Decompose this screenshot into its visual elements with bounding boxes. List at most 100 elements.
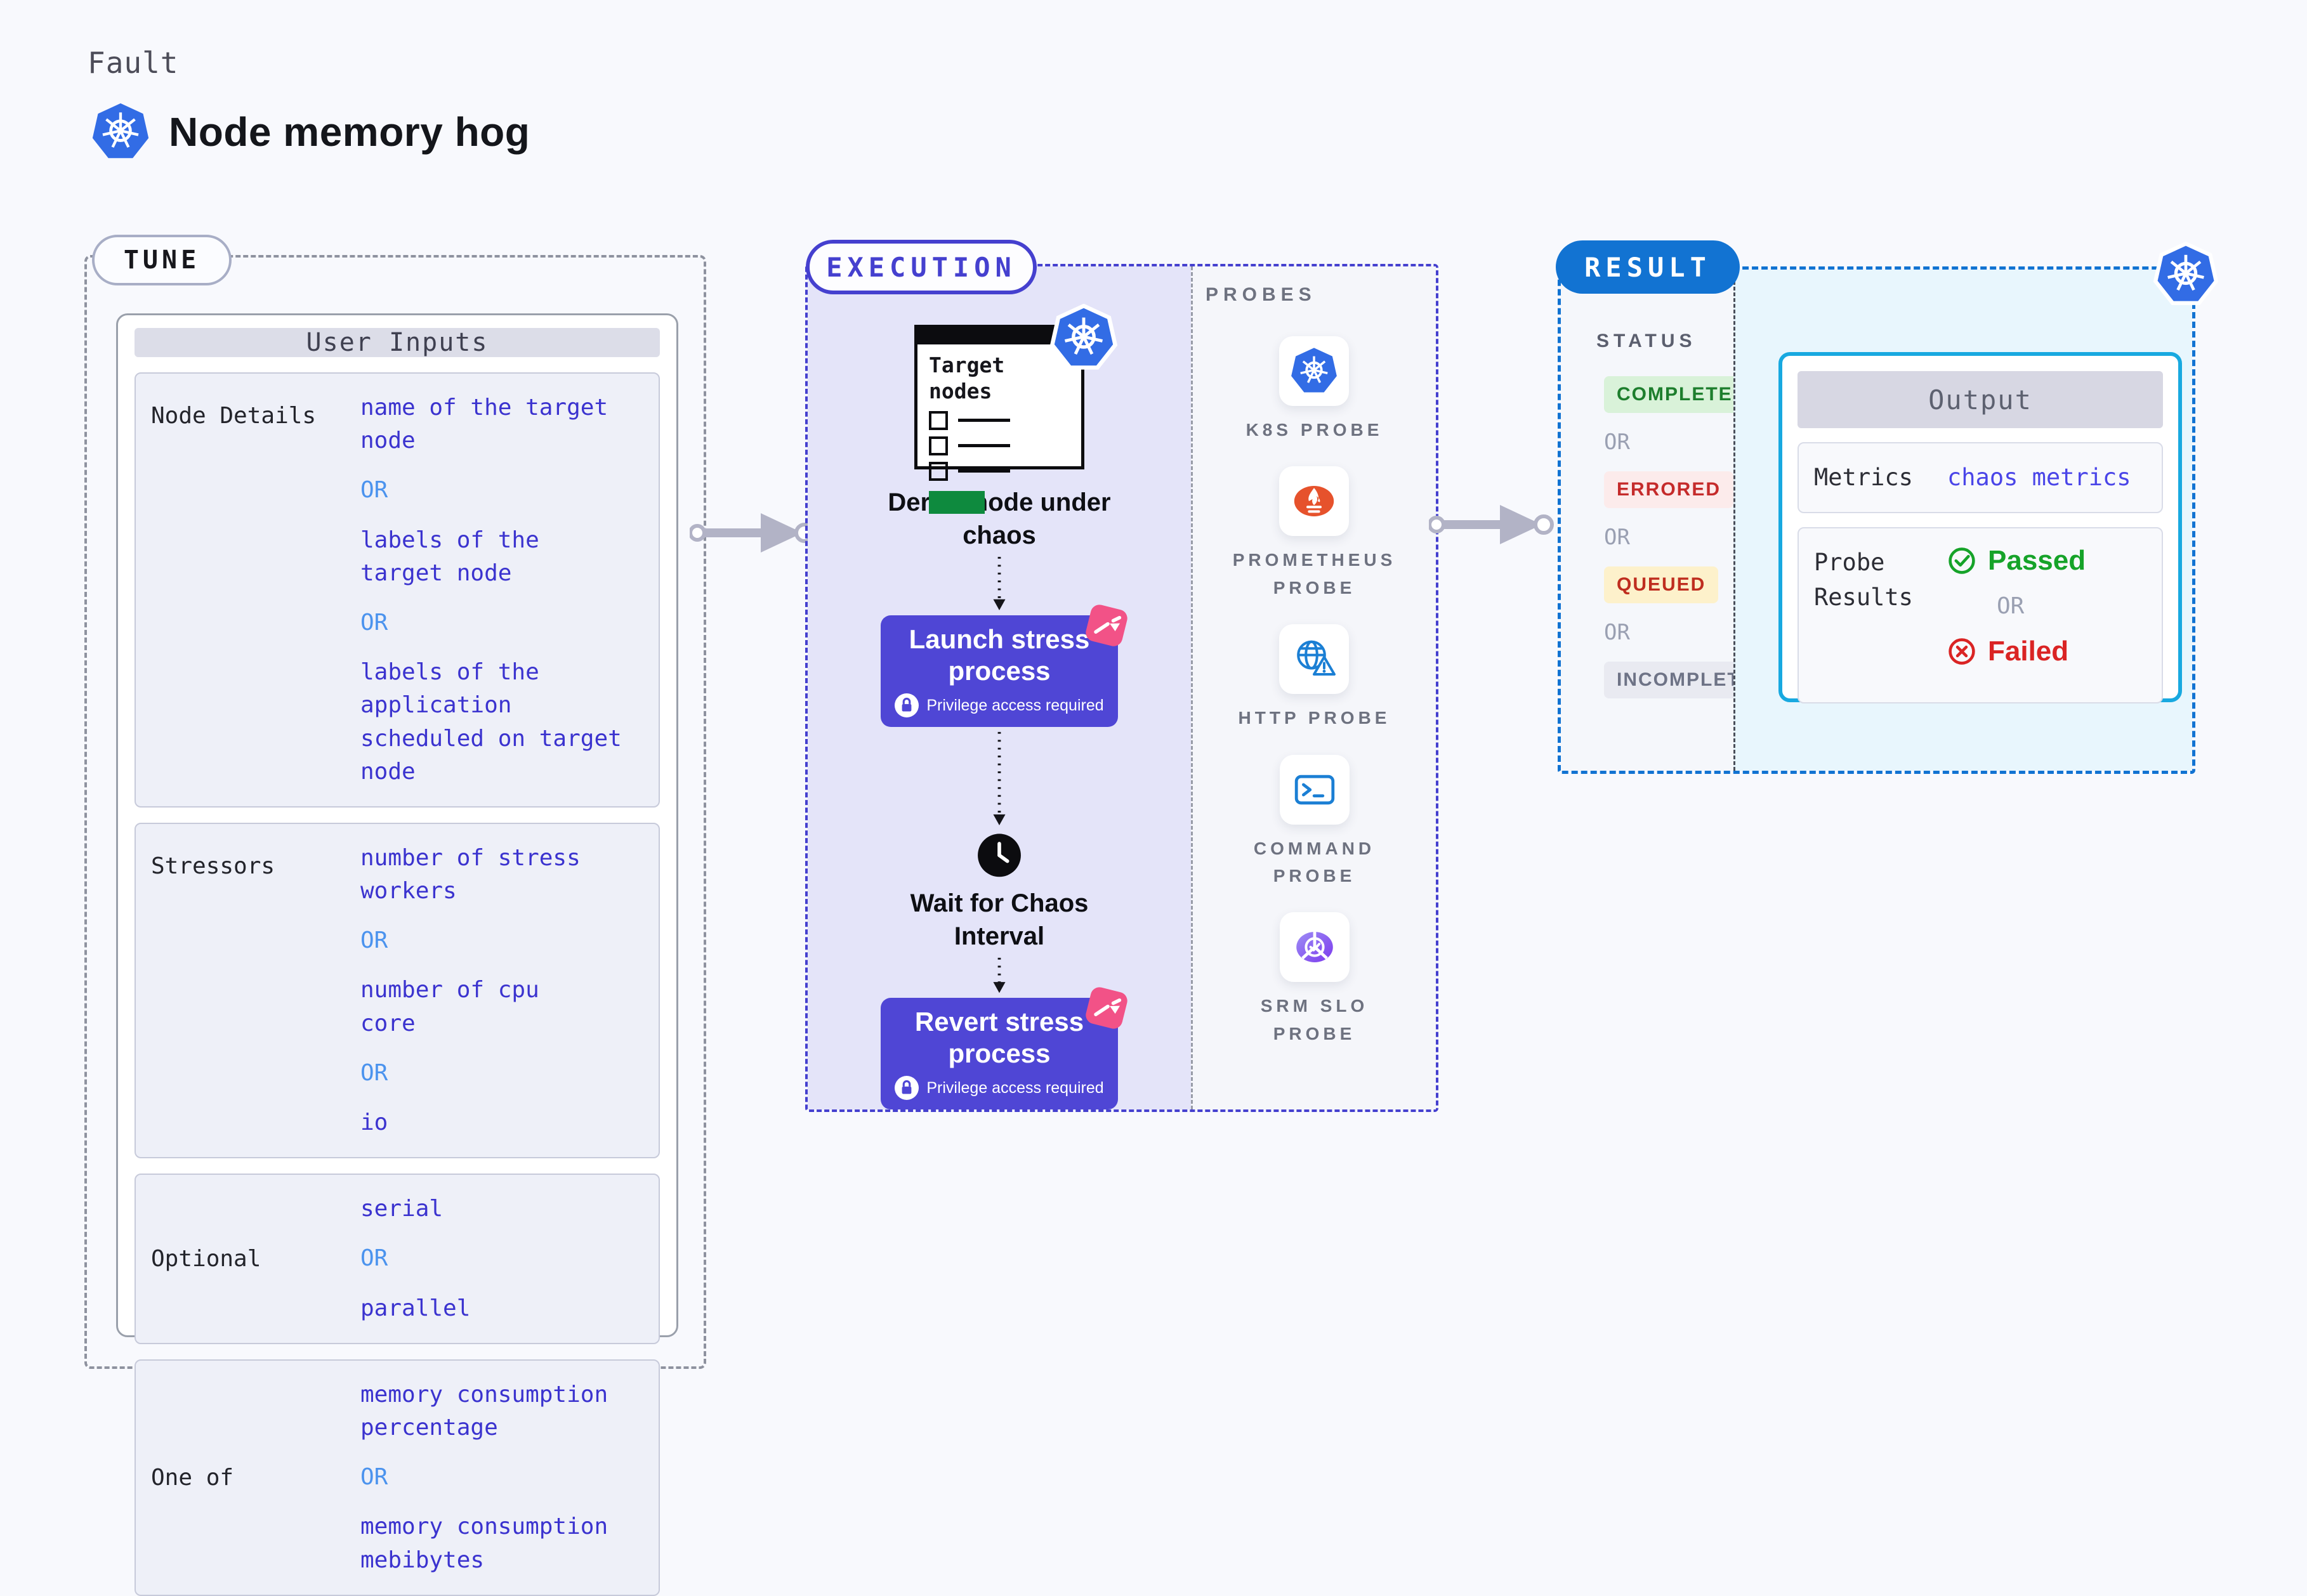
probe-label: HTTP PROBE (1238, 708, 1391, 728)
probe-card (1279, 754, 1350, 825)
failed-result: Failed (1947, 636, 2086, 667)
output-header: Output (1798, 371, 2163, 428)
checkbox-icon (929, 461, 948, 481)
checkbox-icon (929, 410, 948, 430)
probe-item: SRM SLO PROBE (1261, 912, 1369, 1047)
or-separator: OR (360, 477, 388, 504)
passed-label: Passed (1988, 544, 2086, 576)
metrics-row: Metrics chaos metrics (1798, 442, 2163, 513)
table-row: Stressors number of stress workers OR nu… (135, 822, 660, 1159)
line-placeholder (958, 444, 1010, 447)
status-title: STATUS (1596, 330, 1697, 351)
execution-badge: EXECUTION (806, 240, 1037, 294)
input-option: serial (360, 1196, 444, 1222)
derive-step-label: Derive node under chaos (888, 488, 1111, 549)
kubernetes-icon (2153, 242, 2219, 305)
privilege-note: Privilege access required (895, 693, 1104, 718)
input-option: name of the target node (360, 395, 608, 454)
row-values: serial OR parallel (360, 1193, 470, 1325)
wait-step-label: Wait for Chaos Interval (910, 889, 1089, 950)
metrics-value: chaos metrics (1947, 464, 2131, 492)
x-circle-icon (1949, 638, 1975, 665)
line-placeholder (958, 469, 1010, 473)
or-separator: OR (1997, 592, 2025, 619)
passed-result: Passed (1947, 545, 2086, 577)
probe-label: PROMETHEUS PROBE (1232, 550, 1397, 598)
tune-badge: TUNE (92, 235, 232, 285)
tune-panel: TUNE User Inputs Node Details name of th… (84, 235, 706, 1596)
flow-arrow (1429, 505, 1554, 544)
probe-item: COMMAND PROBE (1253, 754, 1376, 890)
input-option: number of stress workers (360, 844, 581, 905)
probe-results-row: Probe Results Passed OR (1798, 527, 2163, 703)
row-label: Node Details (151, 403, 317, 429)
probe-card (1279, 466, 1350, 537)
target-nodes-card: Target nodes (914, 304, 1118, 514)
user-inputs-header: User Inputs (135, 328, 660, 357)
prometheus-icon (1294, 486, 1334, 517)
dotted-arrow-icon (993, 957, 1006, 993)
page-title: Node memory hog (90, 101, 530, 162)
srm-slo-icon (1296, 932, 1333, 963)
row-label: Optional (151, 1245, 261, 1272)
output-area: Output Metrics chaos metrics Probe Resul… (1733, 270, 2192, 771)
node-checkbox-row (929, 436, 1081, 455)
kubernetes-icon (1049, 304, 1118, 370)
row-values: number of stress workers OR number of cp… (360, 842, 581, 1139)
or-separator: OR (360, 1059, 388, 1086)
row-label: One of (151, 1464, 234, 1491)
probe-card (1279, 912, 1350, 983)
probe-label: COMMAND PROBE (1253, 838, 1376, 886)
probe-item: HTTP PROBE (1239, 624, 1391, 731)
chaos-icon (1086, 605, 1127, 646)
input-option: memory consumption percentage (360, 1381, 608, 1441)
or-separator: OR (360, 1245, 388, 1272)
or-separator: OR (1604, 429, 1630, 455)
status-badge: ERRORED (1604, 471, 1734, 508)
check-circle-icon (1949, 547, 1975, 574)
privilege-label: Privilege access required (926, 696, 1104, 714)
probe-label: K8S PROBE (1246, 420, 1383, 440)
privilege-note: Privilege access required (895, 1076, 1104, 1101)
table-row: One of memory consumption percentage OR … (135, 1359, 660, 1596)
probe-results-values: Passed OR Failed (1947, 545, 2086, 686)
probe-card (1279, 336, 1350, 406)
terminal-icon (1294, 775, 1334, 804)
user-inputs-table: User Inputs Node Details name of the tar… (116, 313, 678, 1596)
input-option: memory consumption mebibytes (360, 1514, 608, 1573)
or-separator: OR (1604, 620, 1630, 645)
probe-results-label: Probe Results (1814, 548, 1913, 612)
fault-kicker: Fault (88, 46, 179, 80)
or-separator: OR (360, 927, 388, 954)
input-option: labels of the target node (360, 527, 539, 586)
launch-stress-process-step: Launch stress process Privilege access r… (881, 605, 1127, 728)
step-title: Revert stress process (914, 1006, 1084, 1068)
probes-panel: PROBES K8S PROBE (1191, 266, 1436, 1109)
probes-title: PROBES (1206, 284, 1317, 305)
dotted-arrow-icon (993, 731, 1006, 826)
confirm-button-placeholder (929, 490, 985, 514)
table-row: Node Details name of the target node OR … (135, 372, 660, 808)
lock-icon (895, 1076, 919, 1101)
execution-panel: EXECUTION Target nodes (805, 240, 1438, 1112)
dotted-arrow-icon (993, 556, 1006, 610)
result-badge: RESULT (1556, 240, 1740, 294)
probe-label: SRM SLO PROBE (1260, 996, 1369, 1043)
node-checkbox-row (929, 461, 1081, 481)
flow-arrow (690, 513, 815, 553)
chaos-fault-diagram: Fault Node memory hog TUNE User Inputs N… (84, 46, 2219, 1596)
line-placeholder (958, 419, 1010, 422)
node-checkbox-row (929, 410, 1081, 430)
execution-flow: Target nodes Derive node (808, 266, 1191, 1109)
http-globe-icon (1297, 640, 1336, 676)
input-option: labels of the application scheduled on t… (360, 659, 622, 785)
step-title: Launch stress process (909, 624, 1090, 686)
input-option: number of cpu core (360, 977, 539, 1037)
privilege-label: Privilege access required (926, 1078, 1104, 1097)
lock-icon (895, 693, 919, 718)
status-badge: QUEUED (1604, 566, 1719, 603)
input-option: parallel (360, 1295, 471, 1321)
target-card-title: Target nodes (929, 353, 1005, 404)
or-separator: OR (1604, 525, 1630, 550)
result-panel: RESULT STATUS COMPLETED OR ERRORED OR QU… (1556, 240, 2219, 774)
